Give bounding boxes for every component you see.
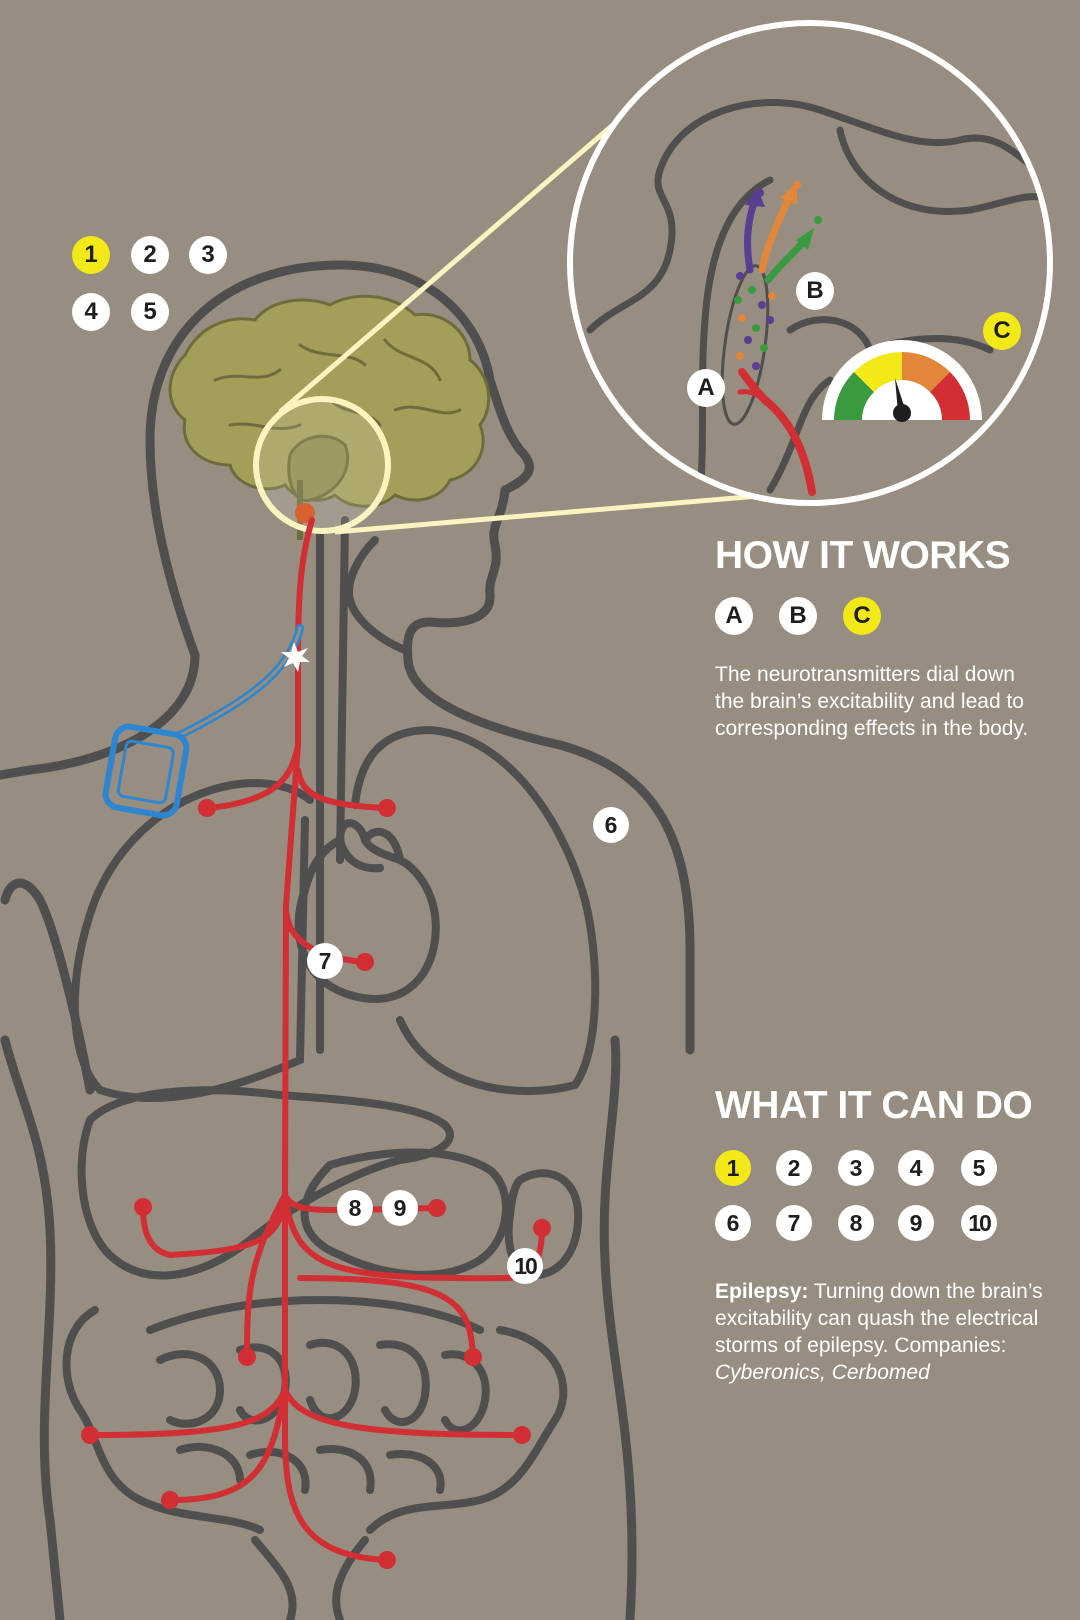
implant-device-icon xyxy=(102,624,304,819)
zoom-badge-b[interactable]: B xyxy=(796,272,834,310)
companies-label: Companies: xyxy=(894,1334,1007,1357)
what-it-can-do-heading: WHAT IT CAN DO xyxy=(715,1084,1033,1127)
step-badge-b[interactable]: B xyxy=(779,597,817,635)
neurotransmitter-dots xyxy=(734,272,776,370)
condition-badge-3[interactable]: 3 xyxy=(838,1150,874,1186)
condition-badge-7[interactable]: 7 xyxy=(776,1205,812,1241)
lungs-outline xyxy=(70,516,600,1103)
zoom-badge-c[interactable]: C xyxy=(983,312,1021,350)
condition-badge-9[interactable]: 9 xyxy=(898,1205,934,1241)
body-badge-10[interactable]: 10 xyxy=(507,1248,543,1284)
how-it-works-heading: HOW IT WORKS xyxy=(715,534,1011,577)
zoom-badge-a[interactable]: A xyxy=(687,369,725,407)
heart-icon xyxy=(294,819,440,1003)
nav-badge-2[interactable]: 2 xyxy=(131,236,169,274)
condition-description: Epilepsy: Turning down the brain’s excit… xyxy=(715,1278,1055,1386)
condition-badge-4[interactable]: 4 xyxy=(898,1150,934,1186)
body-badge-8[interactable]: 8 xyxy=(337,1190,373,1226)
condition-title: Epilepsy: xyxy=(715,1280,809,1303)
condition-badge-6[interactable]: 6 xyxy=(715,1205,751,1241)
nav-badge-1[interactable]: 1 xyxy=(72,236,110,274)
nerve-endpoints xyxy=(81,799,551,1569)
condition-badge-1[interactable]: 1 xyxy=(715,1150,751,1186)
step-badge-c[interactable]: C xyxy=(843,597,881,635)
body-outline xyxy=(0,260,695,1620)
nav-badge-5[interactable]: 5 xyxy=(131,293,169,331)
body-badge-7[interactable]: 7 xyxy=(307,943,343,979)
step-badge-a[interactable]: A xyxy=(715,597,753,635)
companies-list: Cyberonics, Cerbomed xyxy=(715,1361,930,1384)
stimulation-spark-icon xyxy=(281,642,310,672)
excitability-gauge-icon xyxy=(822,340,982,422)
how-it-works-text: The neurotransmitters dial down the brai… xyxy=(715,663,1029,740)
body-badge-9[interactable]: 9 xyxy=(382,1190,418,1226)
nav-badge-4[interactable]: 4 xyxy=(72,293,110,331)
body-badge-6[interactable]: 6 xyxy=(593,807,629,843)
condition-badge-8[interactable]: 8 xyxy=(838,1205,874,1241)
condition-badge-10[interactable]: 10 xyxy=(961,1205,997,1241)
condition-text: Turning down the brain’s excitability ca… xyxy=(715,1280,1043,1357)
nav-badge-3[interactable]: 3 xyxy=(189,236,227,274)
condition-badge-2[interactable]: 2 xyxy=(776,1150,812,1186)
zoom-inset xyxy=(567,20,1053,506)
condition-badge-5[interactable]: 5 xyxy=(961,1150,997,1186)
